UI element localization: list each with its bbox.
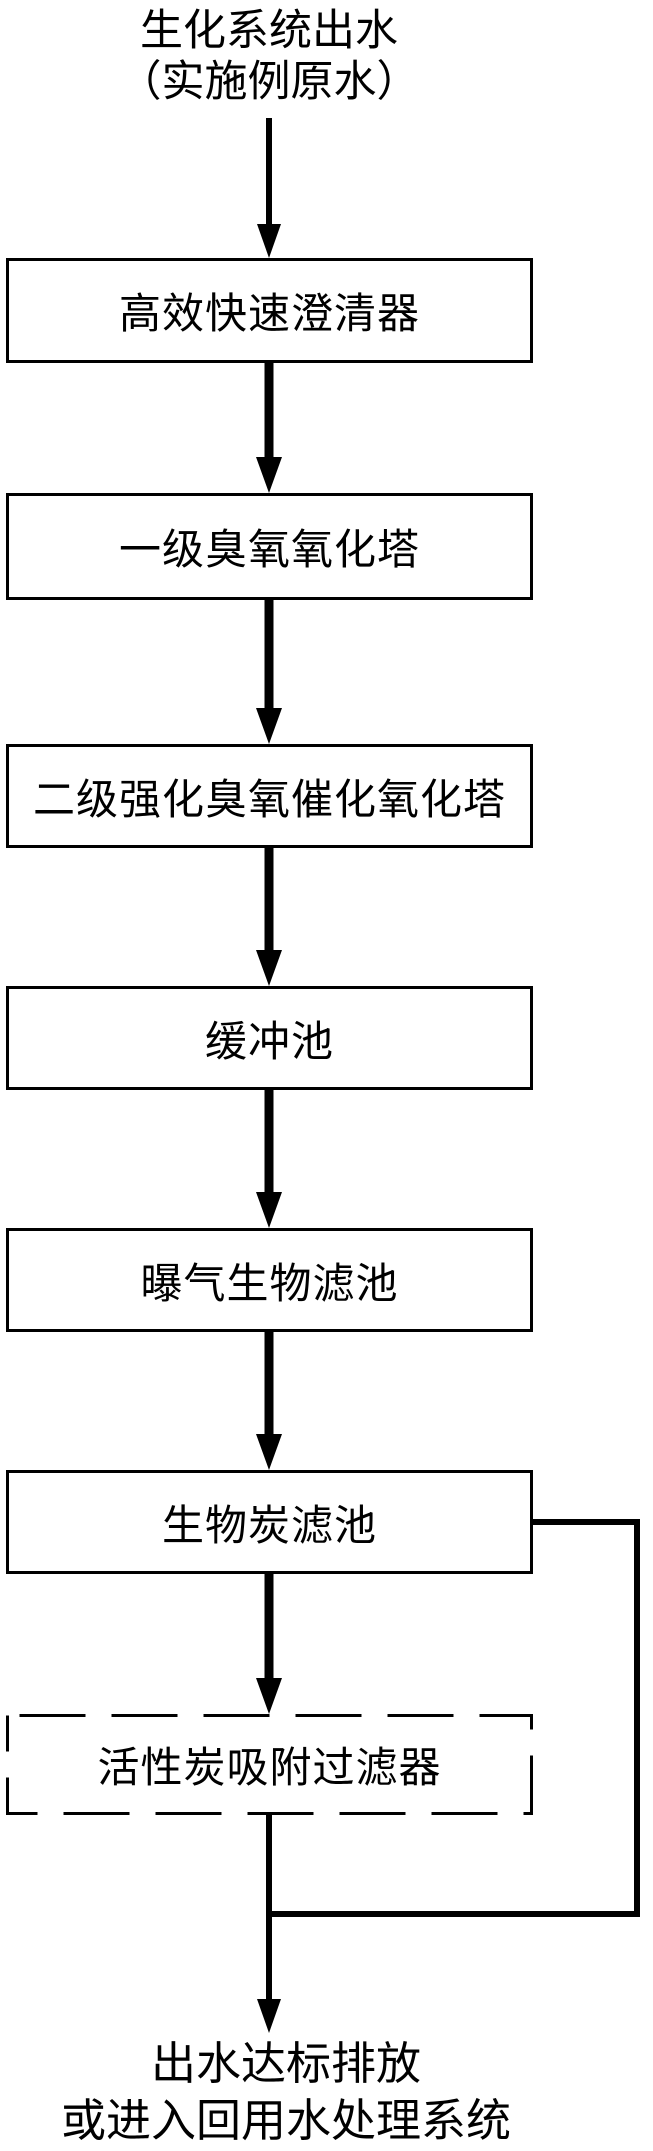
process-box-ozone-tower-2: 二级强化臭氧催化氧化塔: [6, 744, 533, 848]
process-box-activated-carbon-filter-label: 活性炭吸附过滤器: [97, 1746, 442, 1792]
process-box-buffer-tank-label: 缓冲池: [204, 1019, 334, 1066]
flow-arrow-baf-to-biochar: [256, 1332, 282, 1470]
flow-arrow-ozone2-to-buffer: [256, 848, 282, 986]
outcome-label-line2: 或进入回用水处理系统: [60, 2096, 511, 2146]
process-box-biochar-filter-label: 生物炭滤池: [161, 1503, 377, 1550]
process-box-aerated-biofilter: 曝气生物滤池: [6, 1228, 533, 1332]
outcome-label-line1: 出水达标排放: [150, 2039, 421, 2089]
flow-arrow-source-to-clarifier: [257, 118, 281, 258]
source-label: 生化系统出水 （实施例原水）: [0, 6, 538, 108]
flow-arrow-clarifier-to-ozone1: [256, 363, 282, 493]
flow-arrow-biochar-to-carbonfilter: [256, 1574, 282, 1714]
flow-arrow-to-outcome: [257, 1815, 281, 2033]
process-box-biochar-filter: 生物炭滤池: [6, 1470, 533, 1574]
source-label-line2: （实施例原水）: [118, 59, 420, 106]
process-box-activated-carbon-filter: 活性炭吸附过滤器: [6, 1714, 533, 1815]
process-box-clarifier: 高效快速澄清器: [6, 258, 533, 363]
process-box-ozone-tower-2-label: 二级强化臭氧催化氧化塔: [32, 777, 506, 824]
process-box-ozone-tower-1-label: 一级臭氧氧化塔: [118, 528, 420, 574]
process-box-buffer-tank: 缓冲池: [6, 986, 533, 1090]
process-box-ozone-tower-1: 一级臭氧氧化塔: [6, 493, 533, 600]
dashed-box-border: [6, 1714, 533, 1815]
outcome-label: 出水达标排放 或进入回用水处理系统: [0, 2036, 572, 2150]
flow-arrow-buffer-to-baf: [256, 1090, 282, 1228]
flow-arrow-ozone1-to-ozone2: [256, 600, 282, 744]
bypass-line: [266, 1519, 640, 1917]
source-label-line1: 生化系统出水: [140, 8, 398, 55]
process-box-aerated-biofilter-label: 曝气生物滤池: [140, 1261, 399, 1308]
process-box-clarifier-label: 高效快速澄清器: [118, 292, 420, 338]
